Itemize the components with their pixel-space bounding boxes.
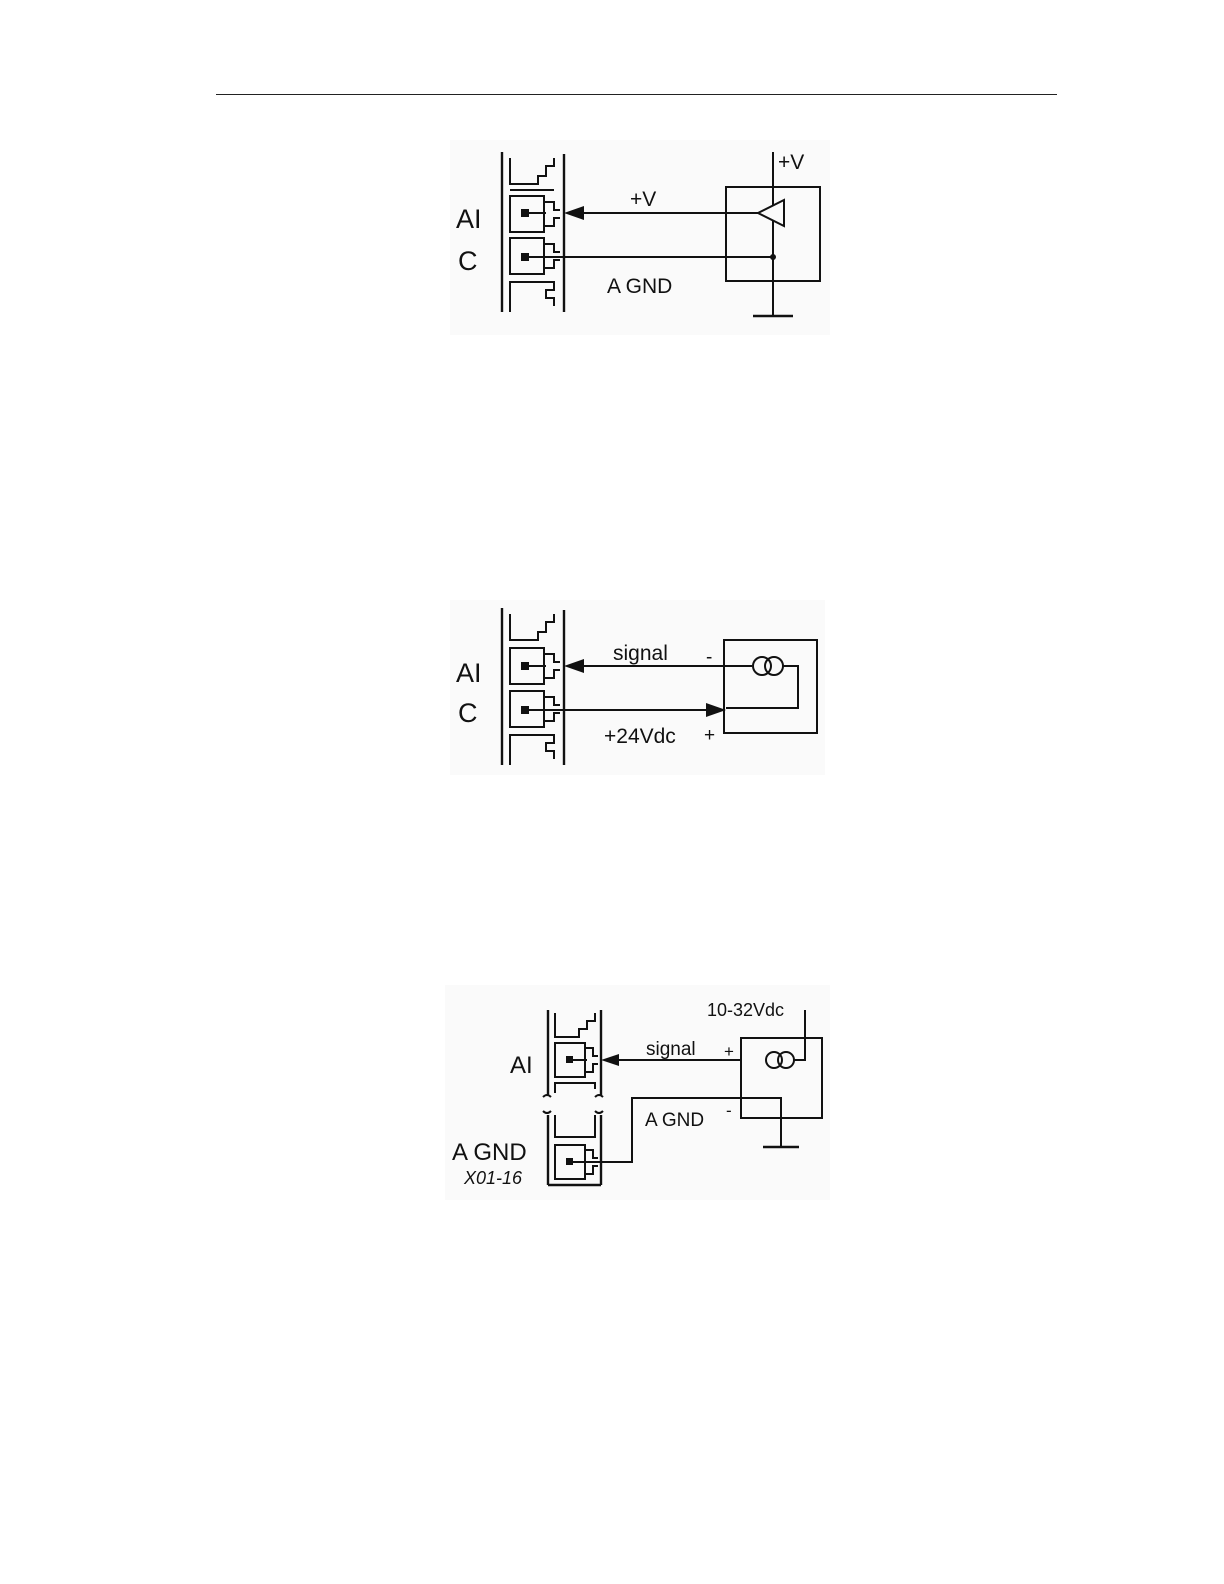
supply-label-plus-v: +V (778, 151, 804, 174)
terminal-ai (510, 196, 560, 232)
supply-line (794, 1010, 805, 1060)
terminal-label-c: C (458, 246, 478, 276)
pin-label-plus: + (704, 725, 715, 746)
wire-label-plus-v: +V (630, 188, 656, 211)
terminal-ai (555, 1043, 598, 1077)
wire-label-24vdc: +24Vdc (604, 725, 676, 748)
terminal-label-ai: AI (510, 1052, 533, 1079)
terminal-label-ai: AI (456, 204, 482, 234)
signal-arrow (564, 206, 584, 220)
pin-label-minus: - (706, 647, 712, 668)
terminal-ref-label: X01-16 (463, 1168, 523, 1188)
wire-label-agnd: A GND (645, 1110, 704, 1131)
voltage-source-diagram: AI C +V A GND +V (450, 140, 830, 335)
wire-label-signal: signal (646, 1039, 696, 1060)
terminal-slot-bottom (510, 282, 554, 312)
transmitter-box (724, 640, 817, 733)
wire-label-agnd: A GND (607, 275, 672, 298)
header-rule (216, 94, 1057, 95)
terminal-slot-bottom (510, 735, 554, 765)
terminal-slot-top (510, 614, 554, 640)
terminal-ai (510, 648, 560, 684)
terminal-slot-top (510, 158, 554, 184)
external-supply-diagram: AI A GND X01-16 signal + A GND - 10-32Vd… (445, 985, 830, 1200)
amplifier-icon (758, 200, 784, 226)
terminal-label-ai: AI (456, 658, 482, 688)
pin-label-plus: + (724, 1042, 734, 1061)
supply-label: 10-32Vdc (707, 1000, 784, 1020)
two-wire-current-diagram: AI C signal - +24Vdc + (450, 600, 825, 775)
terminal-label-agnd: A GND (452, 1139, 527, 1166)
pin-label-minus: - (726, 1101, 732, 1120)
signal-arrow (564, 659, 584, 673)
terminal-label-c: C (458, 698, 478, 728)
wire-label-signal: signal (613, 642, 668, 665)
signal-arrow (601, 1054, 619, 1066)
